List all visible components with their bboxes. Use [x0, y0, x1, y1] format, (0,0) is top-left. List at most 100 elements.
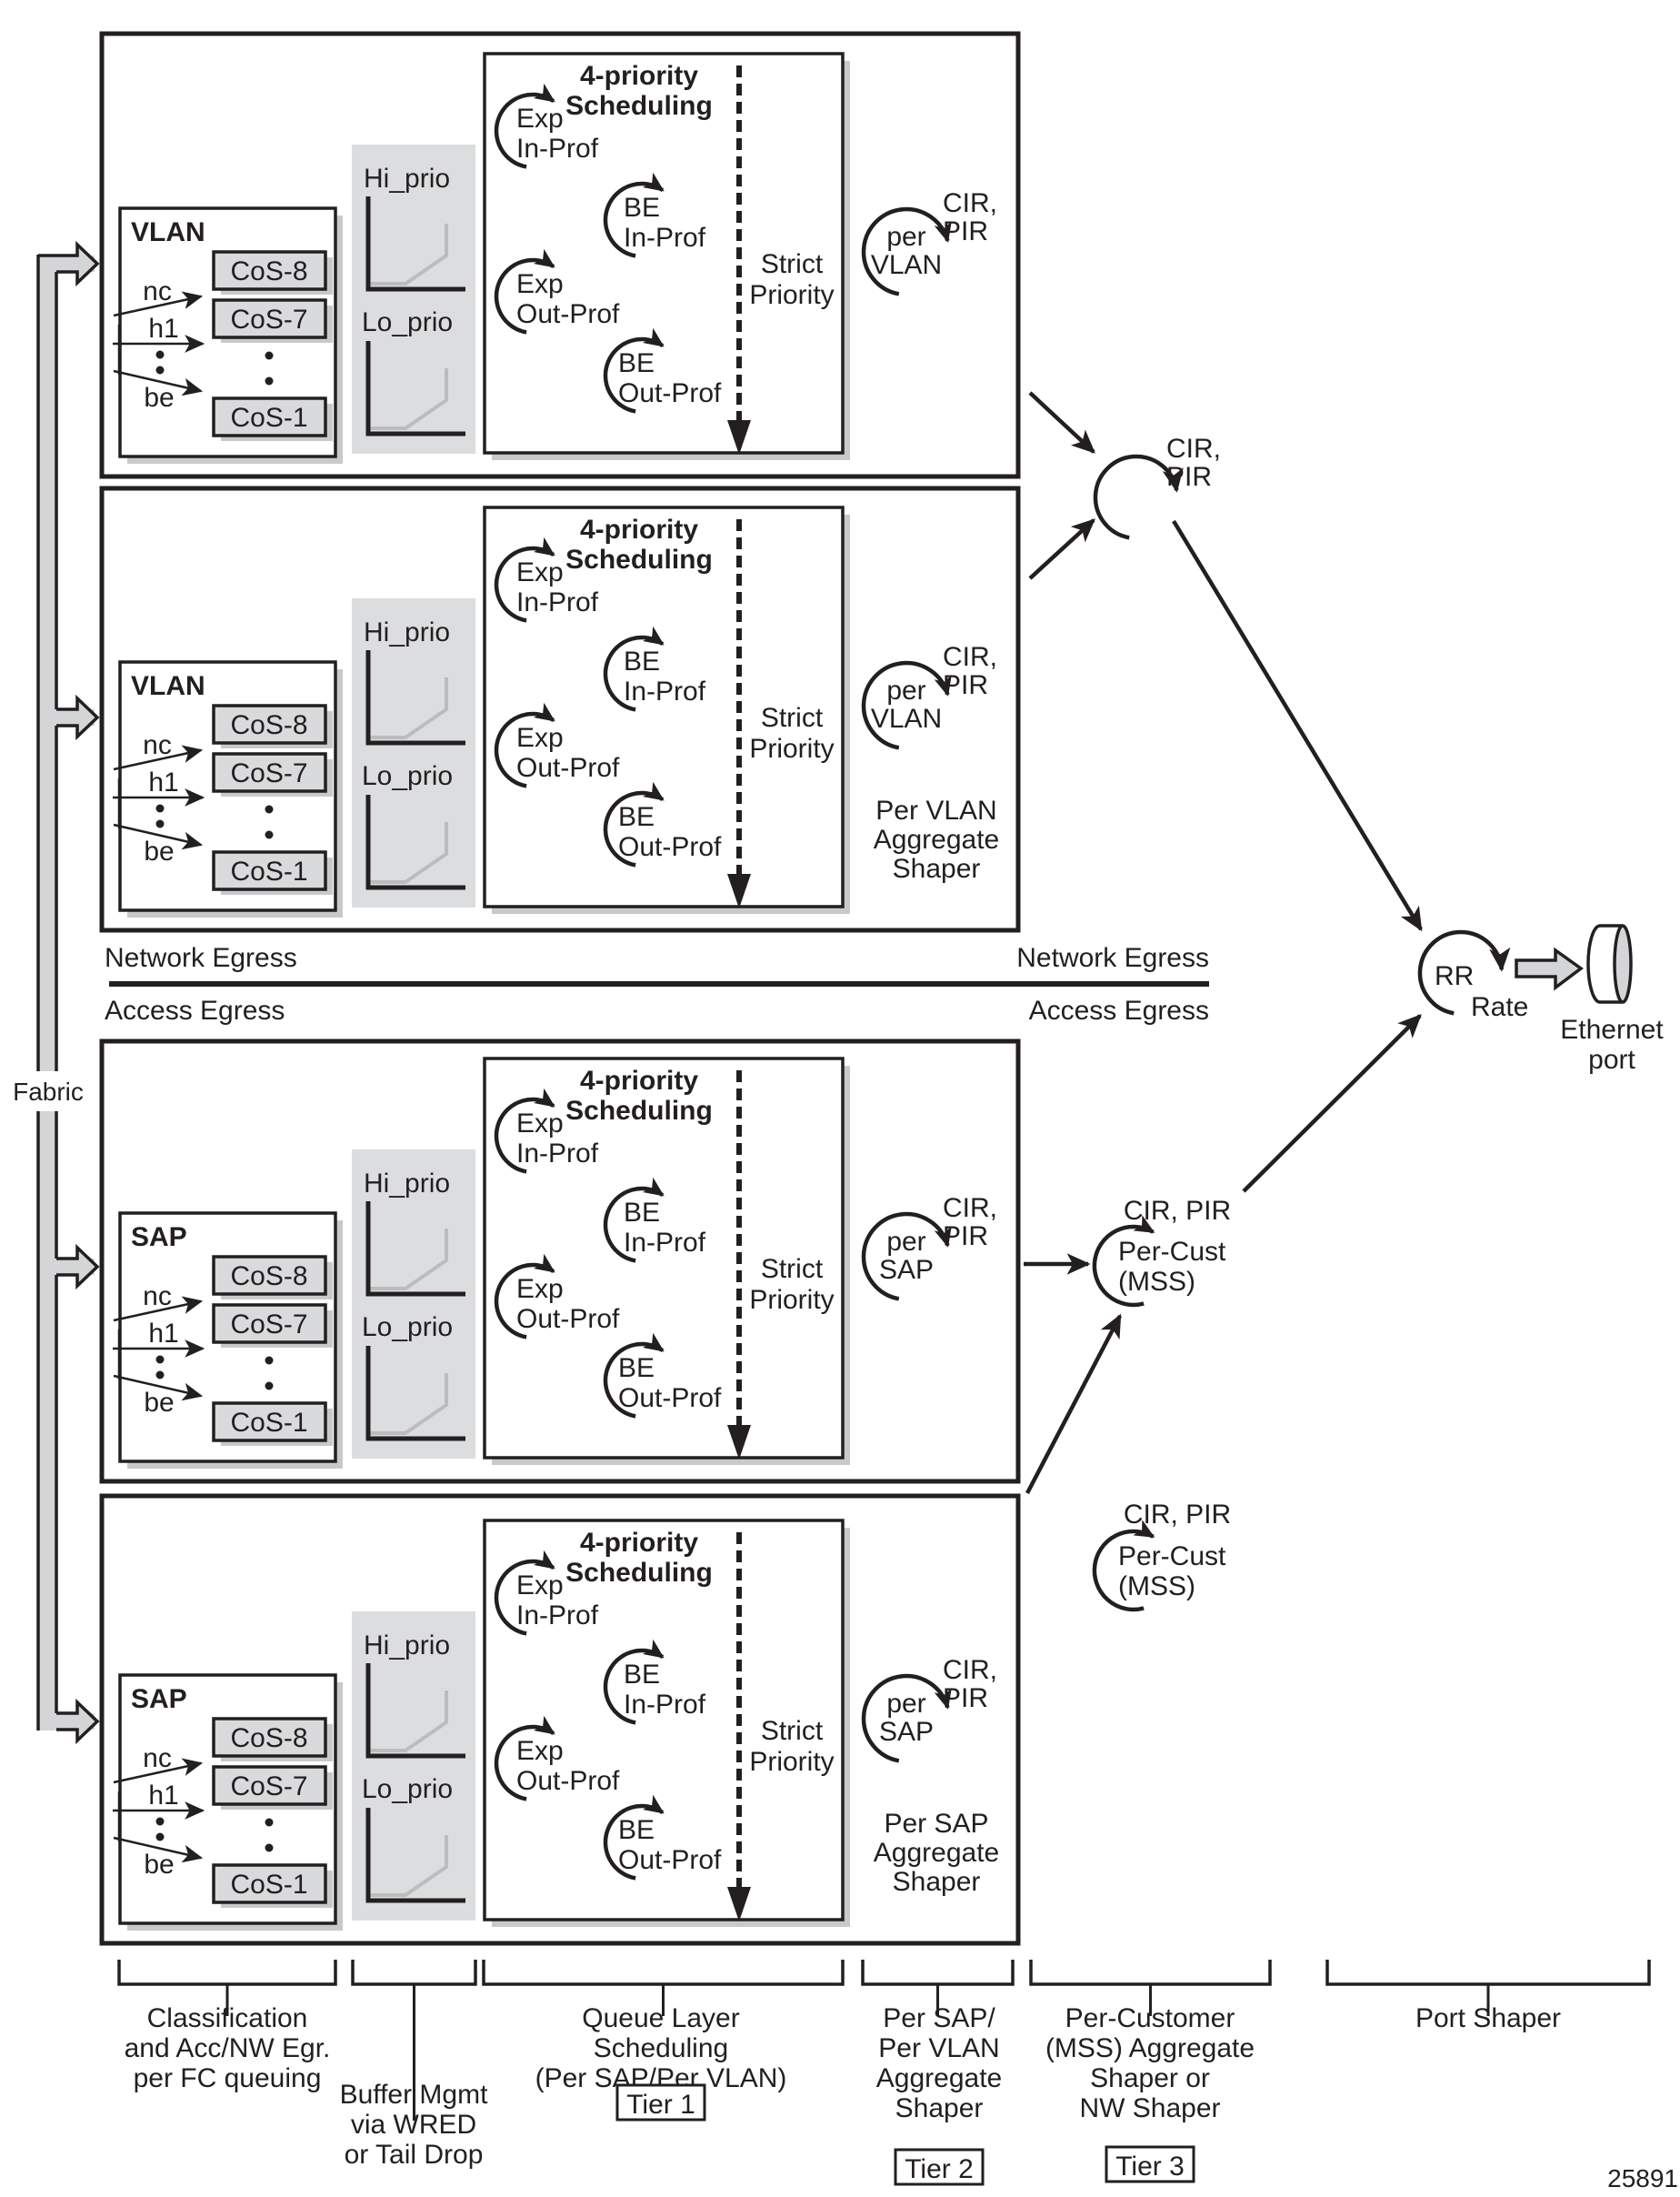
customer-shaper-loop-icon [1092, 1520, 1155, 1612]
ellipsis-dot [155, 366, 165, 375]
ellipsis-dot [155, 1832, 165, 1841]
rate-label: CIR, [943, 1655, 997, 1685]
tier-label: Tier 1 [626, 2090, 695, 2120]
network-shaper: CIR,PIR [1028, 391, 1423, 932]
fabric-arrow-icon [56, 240, 100, 287]
lo-prio-wred-curve [370, 1835, 448, 1897]
scheduler-title: 4-priority [580, 1528, 698, 1558]
aggregate-shaper-loop-icon [861, 1211, 952, 1301]
scheduler-loop-icon [603, 1794, 665, 1881]
hi-prio-axes [365, 196, 465, 292]
buffer-panel [352, 1149, 475, 1459]
queue-label: CoS-7 [230, 1309, 307, 1339]
ellipsis-dot [265, 805, 274, 814]
fabric-arrow-icon [56, 1243, 100, 1290]
scheduler-loop-icon [494, 83, 555, 169]
input-arrow [113, 1836, 204, 1863]
scheduler-queue-label: Out-Prof [516, 299, 620, 329]
strict-priority-label: Strict [761, 1716, 824, 1746]
scheduler-title: 4-priority [580, 1066, 698, 1096]
legend-label: Aggregate [876, 2063, 1002, 2093]
queue-cos-1 [212, 1863, 327, 1904]
hi-prio-label: Hi_prio [364, 164, 450, 194]
network-shaper-loop-icon [1093, 454, 1184, 540]
scheduler-title: 4-priority [580, 515, 698, 545]
legend-label: via WRED [351, 2110, 476, 2140]
scheduler-queue-label: In-Prof [516, 1139, 599, 1169]
aggregate-shaper-loop-icon [861, 660, 952, 750]
hi-prio-label: Hi_prio [364, 1169, 450, 1199]
input-arrow [113, 745, 204, 771]
strict-priority-label: Priority [749, 734, 834, 764]
legend-label: Per VLAN [878, 2033, 999, 2063]
input-arrow [113, 291, 204, 317]
ellipsis-dot [155, 1355, 165, 1364]
rate-label: PIR [943, 670, 988, 700]
strict-priority-label: Priority [749, 1747, 834, 1777]
hi-prio-wred-curve [370, 677, 448, 739]
scheduler-queue-label: In-Prof [624, 1228, 706, 1258]
scheduler-queue-label: Exp [516, 269, 564, 299]
ellipsis-dot [265, 1356, 274, 1365]
scheduler-box: 4-prioritySchedulingStrictPriorityExpIn-… [483, 1057, 850, 1465]
aggregate-shaper-loop-icon [861, 206, 952, 296]
rate-label: PIR [943, 216, 988, 246]
strict-priority-label: Strict [761, 249, 824, 279]
queue-cos-7 [212, 1303, 327, 1344]
aggregate-shaper-footer: Shaper [893, 854, 981, 884]
fabric-label-bg [5, 1071, 91, 1111]
scheduler-queue-label: BE [624, 193, 660, 223]
scheduler-loop-icon [603, 626, 665, 712]
queue-label: CoS-1 [230, 857, 307, 887]
input-arrow [113, 1374, 204, 1401]
aggregate-shaper-footer: Shaper [893, 1867, 981, 1897]
scheduler-queue-label: BE [624, 647, 660, 677]
scheduler-loop-icon [494, 248, 555, 335]
legend-bracket [1029, 1960, 1272, 1986]
buffer-panel [352, 598, 475, 908]
scheduler-queue-label: Exp [516, 1274, 564, 1304]
legend-label: Port Shaper [1415, 2003, 1561, 2033]
strict-priority-arrowhead [727, 1887, 751, 1921]
lo-prio-axes [365, 1808, 465, 1903]
scheduler-queue-label: Exp [516, 557, 564, 587]
legend-label: Buffer Mgmt [340, 2080, 488, 2110]
scheduler-queue-label: Exp [516, 1109, 564, 1139]
hi-prio-axes [365, 1663, 465, 1759]
queue-cos-8 [212, 1717, 327, 1758]
legend-label: Scheduling [594, 2033, 728, 2063]
ellipsis-dot [265, 351, 274, 360]
scheduler-title: Scheduling [565, 1096, 713, 1126]
scheduler-loop-icon [603, 781, 665, 868]
queue-label: CoS-1 [230, 1408, 307, 1438]
fabric-layer: Fabric [5, 240, 100, 1745]
hi-prio-label: Hi_prio [364, 1630, 450, 1660]
queue-cos-1 [212, 850, 327, 891]
input-label-nc: nc [143, 276, 172, 306]
scheduler-queue-label: BE [624, 1660, 660, 1690]
queue-cos-7 [212, 752, 327, 793]
classification-title: VLAN [131, 217, 205, 247]
ellipsis-dot [265, 1818, 274, 1827]
strict-priority-label: Strict [761, 703, 824, 733]
aggregate-shaper-label: per [886, 1689, 925, 1719]
rate-label: CIR, [943, 642, 997, 672]
lo-prio-label: Lo_prio [362, 1312, 453, 1342]
sap-to-customer-arrow [1025, 1313, 1122, 1495]
scheduler-queue-label: In-Prof [516, 134, 599, 164]
scheduler-queue-label: Out-Prof [516, 1766, 620, 1796]
tier-label: Tier 2 [905, 2154, 974, 2184]
queue-label: CoS-8 [230, 710, 307, 740]
lo-prio-wred-curve [370, 822, 448, 884]
tier-badge [894, 2148, 985, 2186]
hi-prio-wred-curve [370, 1229, 448, 1290]
